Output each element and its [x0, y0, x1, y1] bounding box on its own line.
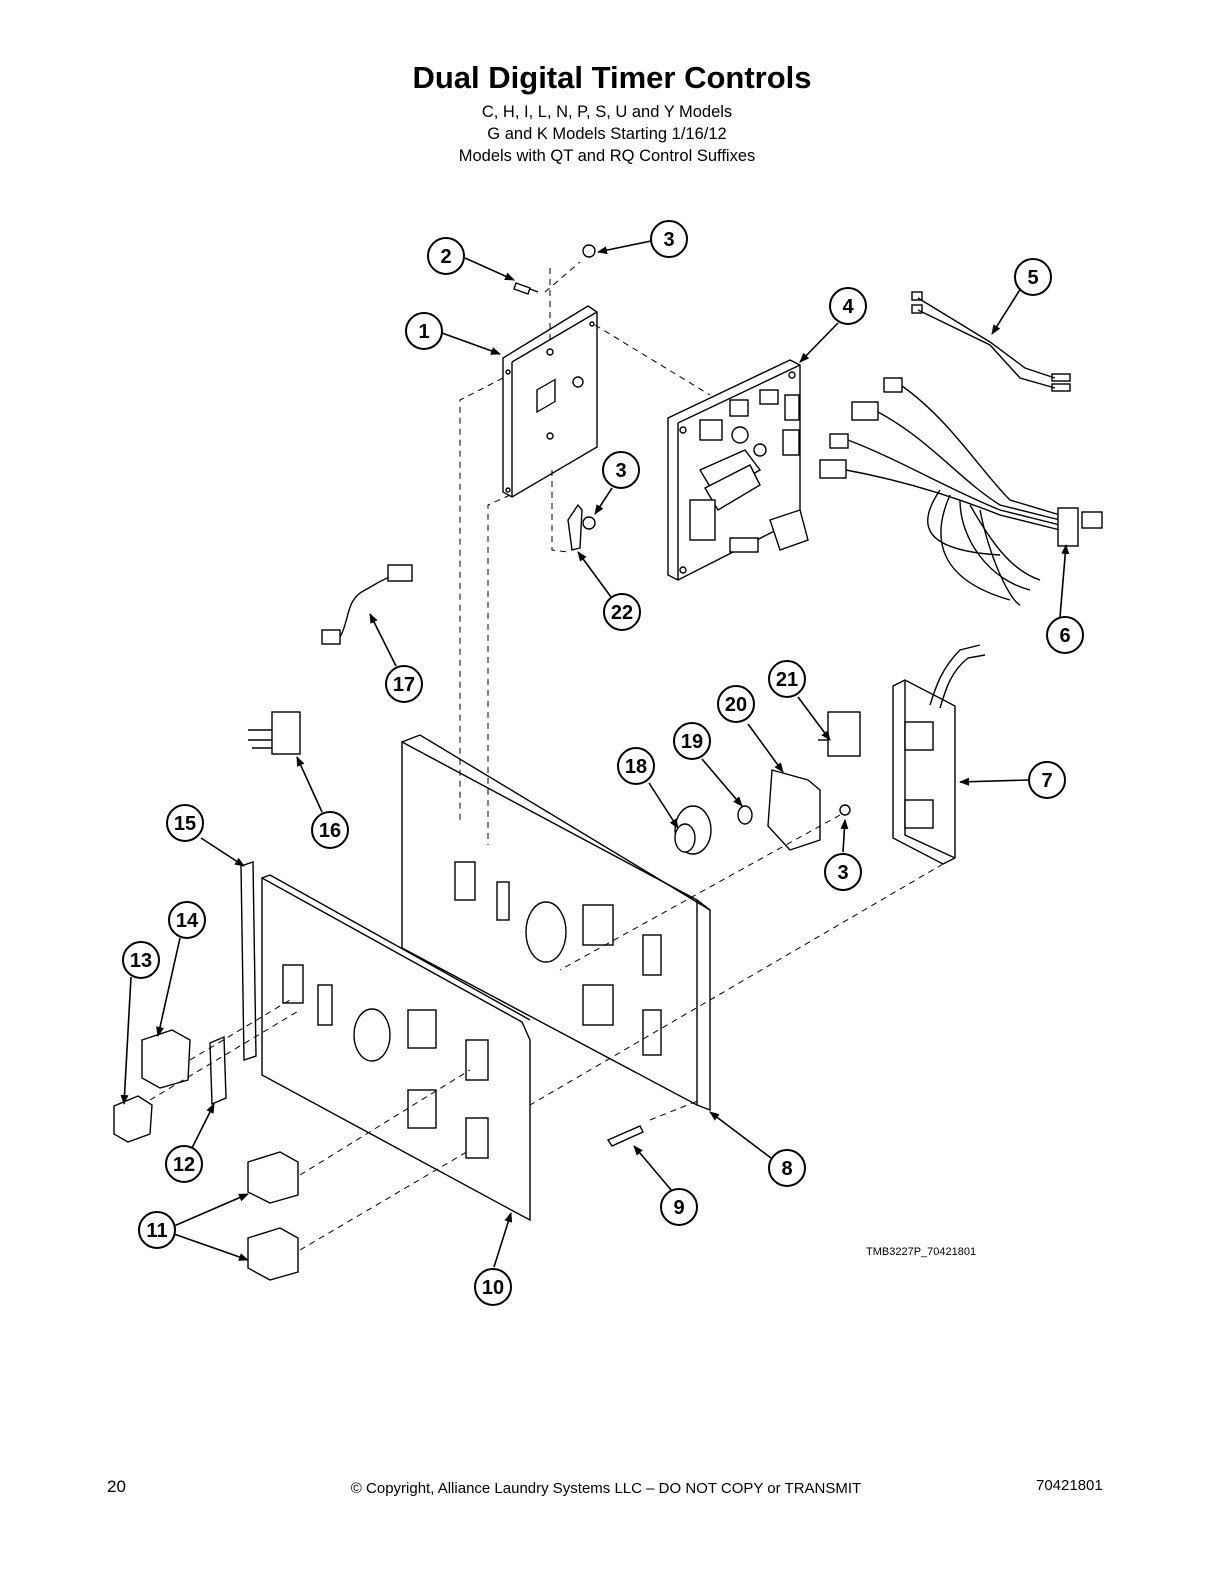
callout-22: 22: [603, 593, 641, 631]
leader-arrows: [120, 240, 1070, 1268]
callout-8: 8: [768, 1149, 806, 1187]
subtitle-control-suffixes: Models with QT and RQ Control Suffixes: [458, 147, 756, 165]
svg-text:3: 3: [663, 229, 674, 251]
page-title: Dual Digital Timer Controls: [412, 60, 812, 95]
svg-text:11: 11: [146, 1220, 167, 1242]
part-7-display-board: [892, 644, 986, 865]
part-14-rocker-switch: [141, 1029, 191, 1089]
svg-text:13: 13: [130, 950, 152, 972]
parts-drawing: [113, 244, 1103, 1281]
svg-text:14: 14: [176, 910, 199, 932]
page-number: 20: [107, 1477, 126, 1496]
svg-text:3: 3: [615, 460, 626, 482]
part-3-nut-lower: [839, 804, 851, 816]
part-8-console-panel: [401, 734, 711, 1112]
part-3-nut-mid: [582, 516, 596, 530]
callout-18: 18: [617, 747, 655, 785]
callout-11: 11: [138, 1211, 176, 1249]
svg-text:16: 16: [319, 820, 341, 842]
copyright-notice: © Copyright, Alliance Laundry Systems LL…: [350, 1480, 862, 1497]
part-16-connector: [248, 711, 301, 755]
svg-text:6: 6: [1059, 625, 1070, 647]
svg-text:22: 22: [611, 602, 633, 624]
svg-text:5: 5: [1027, 267, 1038, 289]
svg-text:15: 15: [174, 813, 196, 835]
svg-text:8: 8: [781, 1158, 792, 1180]
callout-1: 1: [405, 312, 443, 350]
subtitle-g-k-models: G and K Models Starting 1/16/12: [487, 125, 727, 143]
callout-15: 15: [166, 804, 204, 842]
callout-3-lower: 3: [824, 853, 862, 891]
part-9-screw: [606, 1125, 644, 1147]
document-number: 70421801: [1036, 1477, 1103, 1494]
part-4-control-board: [667, 359, 809, 581]
svg-text:12: 12: [173, 1154, 195, 1176]
svg-text:9: 9: [673, 1197, 684, 1219]
callout-7: 7: [1028, 761, 1066, 799]
part-15-strip: [240, 861, 257, 1061]
svg-text:17: 17: [393, 674, 415, 696]
part-19-washer: [737, 805, 753, 825]
callout-20: 20: [717, 685, 755, 723]
part-5-wire-harness: [911, 291, 1071, 392]
alignment-lines: [149, 261, 944, 1251]
svg-text:20: 20: [725, 694, 747, 716]
part-1-bracket: [502, 305, 598, 498]
callout-17: 17: [385, 665, 423, 703]
callout-12: 12: [165, 1145, 203, 1183]
callout-4: 4: [829, 287, 867, 325]
callout-10: 10: [474, 1268, 512, 1306]
svg-text:18: 18: [625, 756, 647, 778]
callout-9: 9: [660, 1188, 698, 1226]
callout-6: 6: [1046, 616, 1084, 654]
svg-text:3: 3: [837, 862, 848, 884]
svg-text:10: 10: [482, 1277, 504, 1299]
part-20-bracket: [767, 769, 821, 851]
callout-21: 21: [768, 660, 806, 698]
svg-text:2: 2: [440, 246, 451, 268]
part-18-knob: [674, 805, 712, 855]
part-22-clip: [567, 503, 583, 551]
callout-5: 5: [1014, 258, 1052, 296]
svg-text:19: 19: [681, 731, 703, 753]
part-11-switch-upper: [247, 1151, 299, 1204]
svg-text:1: 1: [418, 321, 429, 343]
part-10-overlay-panel: [261, 874, 531, 1222]
callout-13: 13: [122, 941, 160, 979]
part-13-rocker-switch: [113, 1095, 153, 1143]
part-6-main-harness: [819, 377, 1103, 606]
callout-2: 2: [427, 237, 465, 275]
part-12-bracket: [209, 1035, 227, 1106]
callout-3-mid: 3: [602, 451, 640, 489]
svg-text:21: 21: [776, 669, 798, 691]
part-11-switch-lower: [247, 1227, 299, 1281]
part-2-screw: [513, 282, 539, 295]
svg-text:7: 7: [1041, 770, 1052, 792]
part-21-switch: [818, 711, 861, 757]
subtitle-models: C, H, I, L, N, P, S, U and Y Models: [481, 103, 733, 121]
part-17-harness: [321, 564, 413, 645]
callout-14: 14: [168, 901, 206, 939]
callout-3-top: 3: [650, 220, 688, 258]
part-3-nut-top: [582, 244, 596, 258]
svg-text:4: 4: [842, 296, 854, 318]
image-code: TMB3227P_70421801: [866, 1246, 977, 1258]
callout-16: 16: [311, 811, 349, 849]
callout-19: 19: [673, 722, 711, 760]
